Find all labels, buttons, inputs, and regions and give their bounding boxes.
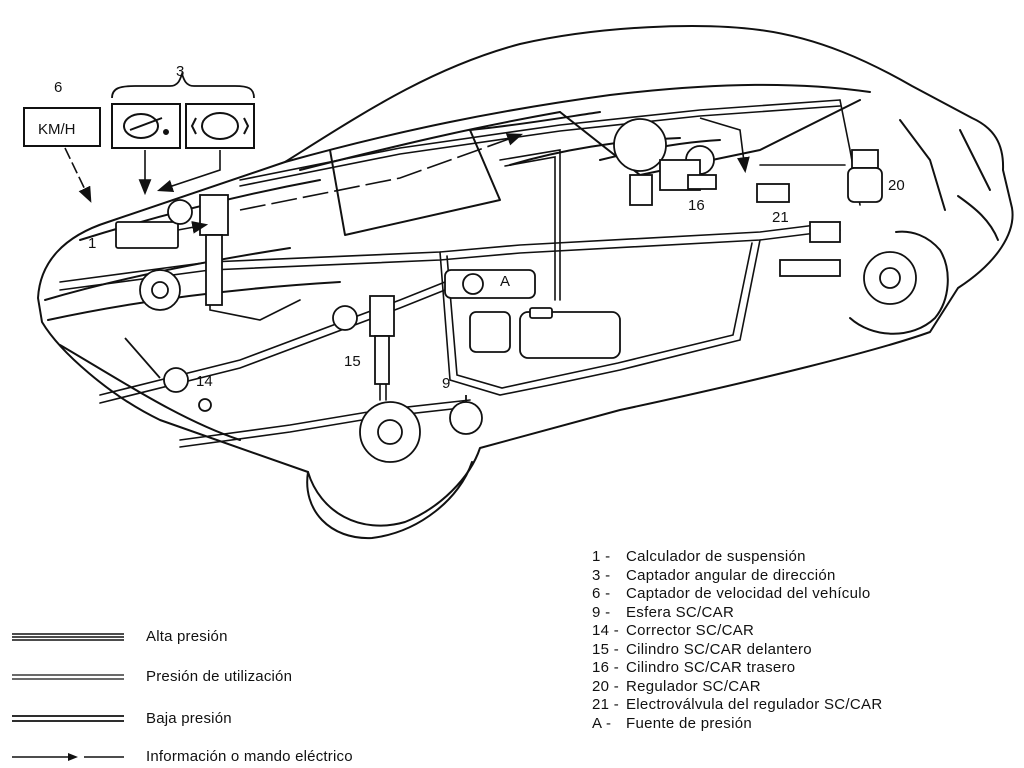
component-text: Cilindro SC/CAR delantero	[626, 640, 812, 658]
kmh-label: KM/H	[38, 121, 76, 138]
component-item: A - Fuente de presión	[592, 715, 882, 734]
legend-baja: Baja presión	[12, 710, 232, 727]
component-text: Regulador SC/CAR	[626, 677, 761, 695]
callout-A: A	[500, 273, 510, 290]
legend-utilizacion-sample	[12, 673, 124, 680]
electric-arrows	[64, 117, 750, 234]
component-text: Cilindro SC/CAR trasero	[626, 659, 796, 676]
component-text: Captador angular de dirección	[626, 566, 836, 584]
component-list: 1 - Calculador de suspensión 3 - Captador …	[592, 548, 882, 733]
brace-3	[111, 71, 255, 99]
legend-alta: Alta presión	[12, 628, 228, 645]
component-num: 15 -	[592, 640, 620, 658]
component-item: 16 - Cilindro SC/CAR trasero	[592, 659, 882, 678]
fuente-A	[444, 269, 621, 359]
component-item: 20 - Regulador SC/CAR	[592, 678, 882, 697]
esfera-9	[449, 395, 483, 435]
callout-21: 21	[772, 209, 789, 226]
callout-20: 20	[888, 177, 905, 194]
legend-utilizacion: Presión de utilización	[12, 668, 292, 685]
electrovalvula-21	[756, 183, 790, 203]
legend-baja-sample	[12, 714, 124, 722]
component-item: 3 - Captador angular de dirección	[592, 567, 882, 586]
regulador-20	[847, 149, 883, 203]
legend-electrico: Información o mando eléctrico	[12, 748, 353, 765]
component-item: 21 - Electroválvula del regulador SC/CAR	[592, 696, 882, 715]
component-num: 1 -	[592, 548, 611, 565]
sensor-boxes	[23, 103, 255, 149]
component-item: 6 - Captador de velocidad del vehículo	[592, 585, 882, 604]
legend-utilizacion-label: Presión de utilización	[146, 668, 293, 685]
callout-16: 16	[688, 197, 705, 214]
component-num: 20 -	[592, 677, 620, 695]
component-item: 9 - Esfera SC/CAR	[592, 604, 882, 623]
callout-6: 6	[54, 79, 62, 96]
front-cylinder-15	[332, 295, 421, 463]
component-item: 15 - Cilindro SC/CAR delantero	[592, 641, 882, 660]
component-item: 1 - Calculador de suspensión	[592, 548, 882, 567]
legend-baja-label: Baja presión	[146, 710, 232, 727]
legend-electrico-sample	[12, 752, 124, 761]
component-num: 3 -	[592, 566, 611, 584]
component-num: 6 -	[592, 585, 611, 602]
component-num: 14 -	[592, 622, 620, 639]
component-item: 14 - Corrector SC/CAR	[592, 622, 882, 641]
calculador-box	[115, 221, 179, 249]
callout-1: 1	[88, 235, 96, 252]
callout-9: 9	[442, 375, 450, 392]
component-text: Captador de velocidad del vehículo	[626, 585, 871, 602]
front-cylinder-left	[139, 194, 229, 311]
legend-electrico-label: Información o mando eléctrico	[146, 748, 353, 765]
component-num: 16 -	[592, 659, 620, 676]
component-num: A -	[592, 714, 612, 732]
component-text: Fuente de presión	[626, 714, 753, 732]
component-num: 21 -	[592, 696, 620, 713]
callout-15: 15	[344, 353, 361, 370]
component-text: Calculador de suspensión	[626, 548, 806, 565]
legend-alta-sample	[12, 632, 124, 641]
component-text: Esfera SC/CAR	[626, 603, 735, 621]
component-text: Electroválvula del regulador SC/CAR	[626, 696, 883, 713]
component-num: 9 -	[592, 603, 611, 621]
rear-wheel-assembly	[779, 221, 917, 305]
legend-alta-label: Alta presión	[146, 628, 228, 645]
component-text: Corrector SC/CAR	[626, 622, 755, 639]
callout-14: 14	[196, 373, 213, 390]
corrector-14	[124, 337, 212, 412]
callout-3: 3	[176, 63, 184, 80]
kmh-box	[23, 107, 101, 147]
rear-cylinder-16	[613, 118, 717, 206]
